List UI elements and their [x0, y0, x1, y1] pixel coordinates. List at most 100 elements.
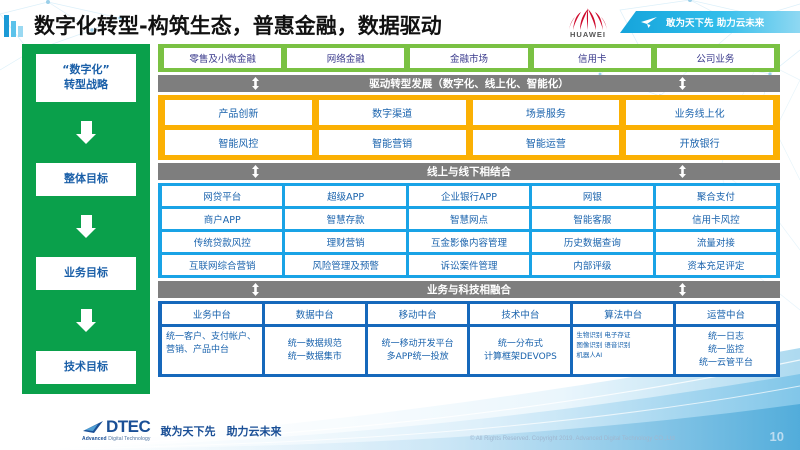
transformation-item-0-3[interactable]: 业务线上化 [626, 100, 773, 125]
strategy-column: “数字化” 转型战略 整体目标 业务目标 技术目标 [22, 44, 150, 394]
double-arrow-icon [252, 283, 260, 296]
paper-plane-icon [641, 16, 657, 28]
online-offline-row-3: 互联网综合营销 风险管理及预警 诉讼案件管理 内部评级 资本充足评定 [162, 255, 777, 275]
online-offline-item-3-0[interactable]: 互联网综合营销 [162, 255, 283, 275]
huawei-logo: HUAWEI [560, 6, 616, 39]
transformation-row-1: 智能风控 智能营销 智能运营 开放银行 [165, 130, 773, 155]
arrow-down-icon-1 [76, 214, 96, 238]
online-offline-item-1-2[interactable]: 智慧网点 [408, 209, 530, 229]
strategy-item-0[interactable]: “数字化” 转型战略 [36, 54, 136, 102]
online-offline-item-3-2[interactable]: 诉讼案件管理 [408, 255, 530, 275]
business-line-0[interactable]: 零售及小微金融 [164, 48, 282, 68]
transformation-item-0-2[interactable]: 场景服务 [472, 100, 620, 125]
dtec-tagline-bold: Advanced [82, 436, 107, 442]
online-offline-item-1-3[interactable]: 智能客服 [532, 209, 653, 229]
strategy-item-2[interactable]: 业务目标 [36, 257, 136, 290]
online-offline-item-2-1[interactable]: 理财营销 [285, 232, 406, 252]
dtec-mark-icon [83, 421, 103, 433]
middle-platform-title-4: 算法中台 [573, 304, 674, 324]
transformation-row-0: 产品创新 数字渠道 场景服务 业务线上化 [165, 100, 773, 125]
page-title: 数字化转型-构筑生态，普惠金融，数据驱动 [34, 14, 442, 38]
online-offline-row-2: 传统贷款风控 理财营销 互金影像内容管理 历史数据查询 流量对接 [162, 232, 777, 252]
transformation-item-0-0[interactable]: 产品创新 [165, 100, 312, 125]
online-offline-item-2-4[interactable]: 流量对接 [655, 232, 777, 252]
business-line-3[interactable]: 信用卡 [533, 48, 651, 68]
architecture-diagram: “数字化” 转型战略 整体目标 业务目标 技术目标 零售及小微金融 网络金融 金… [22, 44, 780, 394]
middle-platform-title-0: 业务中台 [162, 304, 262, 324]
double-arrow-icon [252, 165, 260, 178]
online-offline-item-2-0[interactable]: 传统贷款风控 [162, 232, 283, 252]
middle-platform-body-3: 统一分布式 计算框架DEVOPS [470, 327, 571, 375]
business-line-4[interactable]: 公司业务 [656, 48, 775, 68]
transformation-band: 产品创新 数字渠道 场景服务 业务线上化 智能风控 智能营销 智能运营 开放银行 [158, 95, 780, 160]
online-offline-item-0-0[interactable]: 网贷平台 [162, 186, 283, 206]
strategy-item-1[interactable]: 整体目标 [36, 162, 136, 196]
middle-platform-body-2: 统一移动开发平台 多APP统一投放 [367, 327, 468, 375]
connector-label-2: 业务与科技相融合 [427, 284, 511, 296]
online-offline-item-2-2[interactable]: 互金影像内容管理 [408, 232, 530, 252]
transformation-item-1-0[interactable]: 智能风控 [165, 130, 312, 155]
huawei-flower-icon [569, 7, 607, 30]
online-offline-item-0-2[interactable]: 企业银行APP [408, 186, 530, 206]
dtec-wordmark: DTEC [106, 417, 151, 436]
middle-platform-3[interactable]: 技术中台 统一分布式 计算框架DEVOPS [470, 304, 571, 375]
page-number: 10 [769, 429, 784, 444]
middle-platform-title-5: 运营中台 [676, 304, 776, 324]
connector-band-2: 业务与科技相融合 [158, 281, 780, 298]
online-offline-item-1-4[interactable]: 信用卡风控 [655, 209, 777, 229]
middle-platform-title-3: 技术中台 [470, 304, 571, 324]
middle-platform-body-4: 生物识别 电子存证 图像识别 语音识别 机器人AI [573, 327, 674, 375]
online-offline-item-3-3[interactable]: 内部评级 [532, 255, 653, 275]
online-offline-item-3-4[interactable]: 资本充足评定 [655, 255, 777, 275]
dtec-logo: DTEC Advanced Digital Technology [82, 417, 151, 442]
copyright-text: © All Rights Reserved. Copyright 2019. A… [470, 436, 675, 442]
connector-band-0: 驱动转型发展（数字化、线上化、智能化） [158, 75, 780, 92]
online-offline-row-1: 商户APP 智慧存款 智慧网点 智能客服 信用卡风控 [162, 209, 777, 229]
arrow-down-icon-2 [76, 309, 96, 332]
middle-platform-1[interactable]: 数据中台 统一数据规范 统一数据集市 [264, 304, 365, 375]
online-offline-item-2-3[interactable]: 历史数据查询 [532, 232, 653, 252]
middle-platform-2[interactable]: 移动中台 统一移动开发平台 多APP统一投放 [367, 304, 468, 375]
dtec-tagline-rest: Digital Technology [106, 436, 151, 442]
online-offline-row-0: 网贷平台 超级APP 企业银行APP 网银 聚合支付 [162, 186, 777, 206]
dtec-tagline: Advanced Digital Technology [82, 436, 150, 442]
business-line-1[interactable]: 网络金融 [287, 48, 405, 68]
huawei-banner-text: 敢为天下先 助力云未来 [666, 18, 765, 29]
strategy-item-3[interactable]: 技术目标 [36, 351, 136, 384]
middle-platform-5[interactable]: 运营中台 统一日志 统一监控 统一云管平台 [676, 304, 776, 375]
connector-label-0: 驱动转型发展（数字化、线上化、智能化） [369, 78, 569, 90]
dtec-slogan: 敢为天下先 助力云未来 [160, 425, 282, 438]
title-accent-bars-icon [4, 13, 30, 37]
transformation-item-1-1[interactable]: 智能营销 [318, 130, 466, 155]
online-offline-item-0-3[interactable]: 网银 [532, 186, 653, 206]
online-offline-item-0-1[interactable]: 超级APP [285, 186, 406, 206]
transformation-item-1-2[interactable]: 智能运营 [472, 130, 620, 155]
middle-platform-body-1: 统一数据规范 统一数据集市 [264, 327, 365, 375]
connector-label-1: 线上与线下相结合 [427, 166, 511, 178]
double-arrow-icon [678, 283, 686, 296]
dtec-logo-main: DTEC [82, 417, 151, 437]
double-arrow-icon [252, 77, 260, 90]
middle-platform-body-0: 统一客户、支付帐户、营销、产品中台 [162, 327, 262, 375]
business-line-2[interactable]: 金融市场 [410, 48, 528, 68]
online-offline-item-3-1[interactable]: 风险管理及预警 [285, 255, 406, 275]
middle-platform-0[interactable]: 业务中台 统一客户、支付帐户、营销、产品中台 [162, 304, 262, 375]
double-arrow-icon [678, 165, 686, 178]
online-offline-item-1-0[interactable]: 商户APP [162, 209, 283, 229]
huawei-wordmark: HUAWEI [570, 29, 606, 39]
online-offline-item-0-4[interactable]: 聚合支付 [655, 186, 777, 206]
online-offline-item-1-1[interactable]: 智慧存款 [285, 209, 406, 229]
business-lines-band: 零售及小微金融 网络金融 金融市场 信用卡 公司业务 [158, 44, 780, 72]
middle-platform-body-5: 统一日志 统一监控 统一云管平台 [676, 327, 776, 375]
middle-platform-title-2: 移动中台 [367, 304, 468, 324]
connector-band-1: 线上与线下相结合 [158, 163, 780, 180]
online-offline-band: 网贷平台 超级APP 企业银行APP 网银 聚合支付 商户APP 智慧存款 智慧… [158, 183, 780, 278]
middle-platform-4[interactable]: 算法中台 生物识别 电子存证 图像识别 语音识别 机器人AI [573, 304, 674, 375]
transformation-item-1-3[interactable]: 开放银行 [626, 130, 773, 155]
arrow-down-icon-0 [76, 120, 96, 144]
transformation-item-0-1[interactable]: 数字渠道 [318, 100, 466, 125]
slide-footer: DTEC Advanced Digital Technology 敢为天下先 助… [0, 404, 800, 450]
layer-stack: 零售及小微金融 网络金融 金融市场 信用卡 公司业务 驱动转型发展（数字化、线上… [158, 44, 780, 394]
huawei-banner: 敢为天下先 助力云未来 [620, 11, 800, 33]
huawei-brand-block: HUAWEI 敢为天下先 助力云未来 [560, 2, 800, 42]
